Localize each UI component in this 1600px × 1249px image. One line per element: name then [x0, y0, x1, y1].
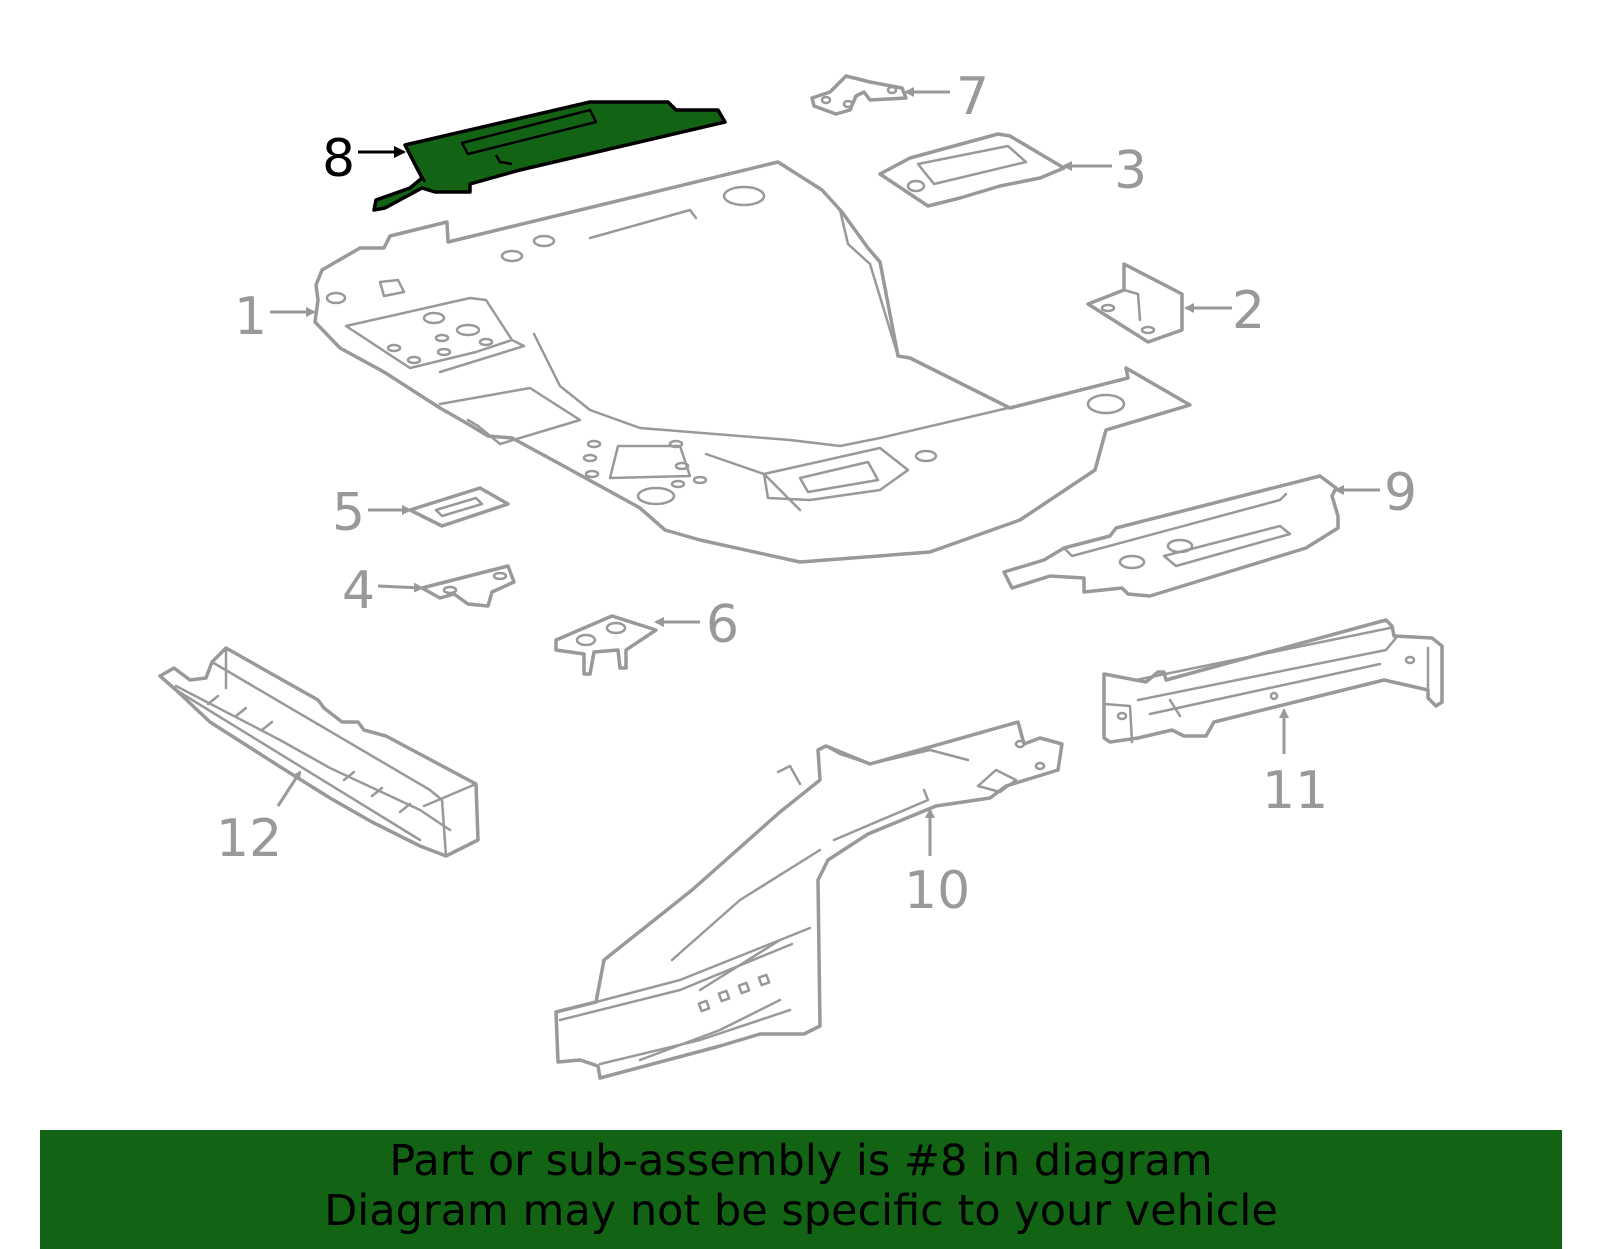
- arrow-12: [276, 770, 302, 807]
- part-9-reinforcement[interactable]: [1002, 474, 1340, 598]
- banner-line-1: Part or sub-assembly is #8 in diagram: [389, 1136, 1213, 1186]
- callout-3[interactable]: 3: [1114, 141, 1147, 201]
- callout-labels: 1 2 3 4 5 6 7 8 9 10 11 12: [216, 67, 1417, 921]
- callout-1[interactable]: 1: [234, 287, 267, 347]
- callout-5[interactable]: 5: [332, 483, 365, 543]
- callout-4[interactable]: 4: [342, 561, 375, 621]
- part-7-bracket[interactable]: [810, 74, 908, 116]
- part-1-floor-pan[interactable]: [313, 160, 1192, 564]
- callout-7[interactable]: 7: [956, 67, 989, 127]
- info-banner: Part or sub-assembly is #8 in diagram Di…: [40, 1130, 1562, 1249]
- banner-line-2: Diagram may not be specific to your vehi…: [324, 1186, 1278, 1236]
- part-12-sill-rail[interactable]: [158, 646, 480, 858]
- callout-9[interactable]: 9: [1384, 463, 1417, 523]
- arrow-4: [377, 582, 424, 593]
- part-3-plate[interactable]: [878, 132, 1066, 208]
- part-5-plate[interactable]: [408, 486, 510, 528]
- part-6-bracket[interactable]: [554, 614, 658, 676]
- part-8-highlighted[interactable]: [372, 100, 727, 212]
- callout-8[interactable]: 8: [322, 129, 355, 189]
- part-10-side-rail[interactable]: [554, 720, 1064, 1080]
- callout-12[interactable]: 12: [216, 809, 282, 869]
- part-2-bracket[interactable]: [1086, 262, 1184, 344]
- callout-arrows: [270, 87, 1380, 856]
- callout-2[interactable]: 2: [1232, 281, 1265, 341]
- part-11-rear-rail[interactable]: [1102, 618, 1444, 744]
- callout-11[interactable]: 11: [1262, 761, 1328, 821]
- callout-6[interactable]: 6: [706, 595, 739, 655]
- callout-10[interactable]: 10: [904, 861, 970, 921]
- part-4-bracket[interactable]: [420, 564, 516, 608]
